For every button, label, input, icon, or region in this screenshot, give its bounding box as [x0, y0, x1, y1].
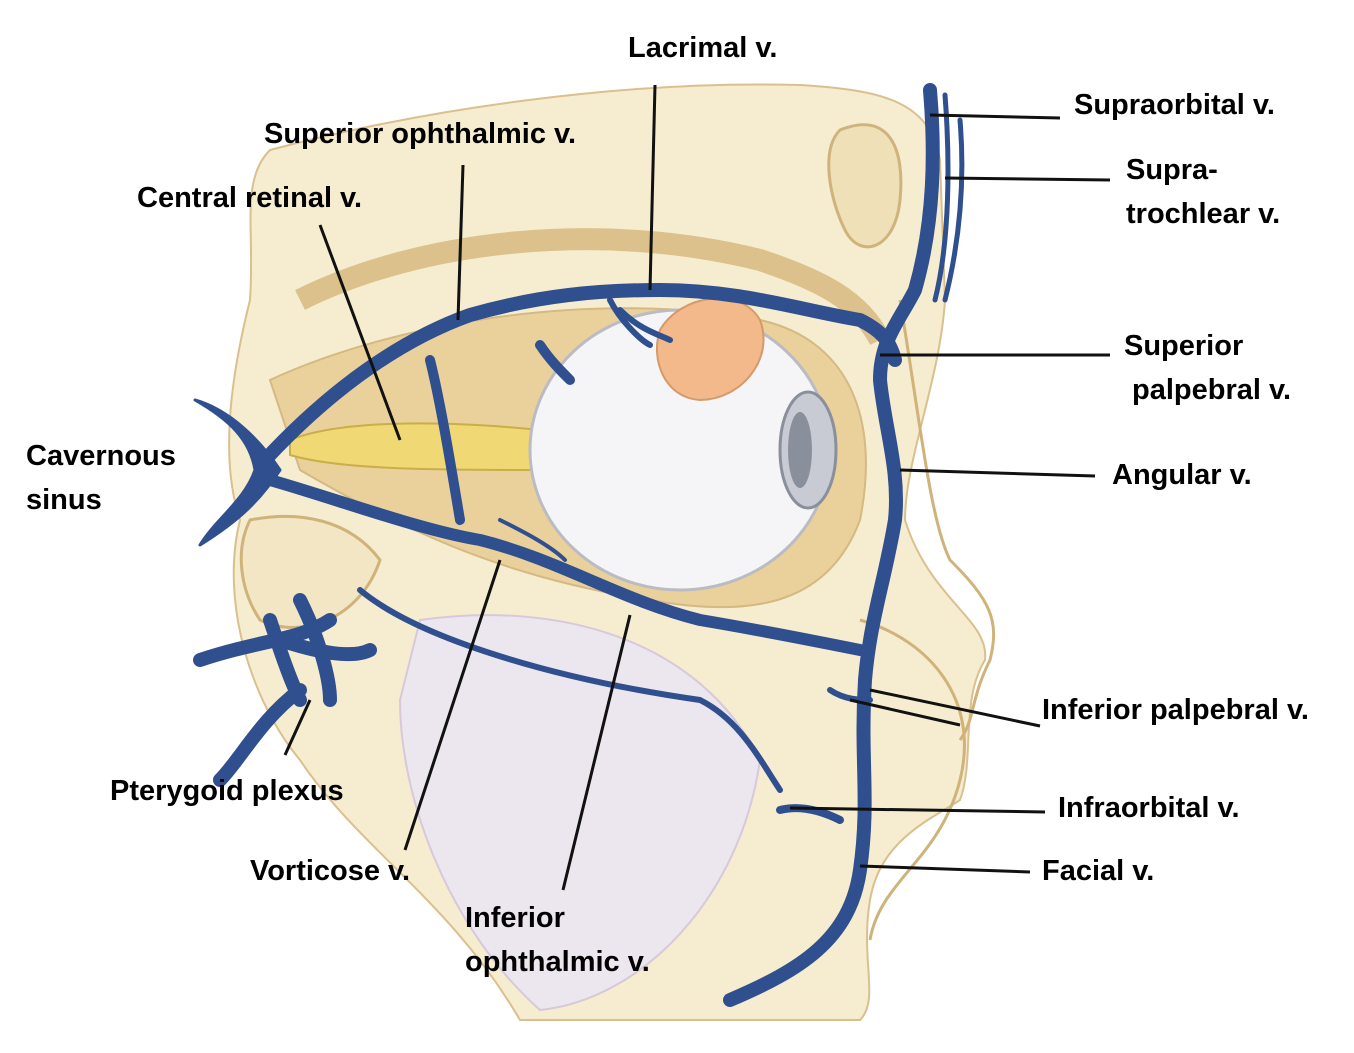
vorticose-branch	[498, 518, 567, 562]
leader-supratrochlear	[944, 176, 1111, 182]
optic-nerve	[289, 422, 541, 472]
label-inferior-ophthalmic-line1: Inferior	[465, 902, 565, 934]
leader-superior-ophthalmic	[456, 164, 465, 321]
leader-pterygoid	[283, 699, 312, 756]
leader-inferior-palpebral-1	[869, 688, 1041, 728]
label-supratrochlear-line2: trochlear v.	[1126, 198, 1281, 230]
temporal-connection	[357, 587, 783, 793]
sphenoid-bone	[239, 514, 382, 629]
label-infraorbital-vein: Infraorbital v.	[1058, 792, 1240, 824]
leader-inferior-palpebral-2	[849, 698, 961, 727]
orbital-roof	[295, 228, 890, 346]
leader-angular	[899, 468, 1096, 478]
supratrochlear-vein	[942, 117, 965, 303]
label-pterygoid-plexus: Pterygoid plexus	[110, 775, 344, 807]
label-cavernous-line2: sinus	[26, 484, 102, 516]
cavernous-sinus	[193, 398, 282, 547]
label-lacrimal-vein: Lacrimal v.	[628, 32, 778, 64]
frontal-sinus	[827, 123, 903, 249]
angular-facial-vein	[723, 83, 940, 1007]
label-facial-vein: Facial v.	[1042, 855, 1155, 887]
nasal-bone	[898, 299, 996, 741]
leader-lacrimal	[648, 84, 657, 291]
label-vorticose-vein: Vorticose v.	[250, 855, 411, 887]
label-cavernous-sinus: Cavernous sinus	[26, 438, 176, 518]
leader-inferior-ophthalmic	[561, 614, 632, 891]
cheek-outline	[859, 618, 966, 941]
inferior-palpebral-vein	[827, 687, 873, 703]
posterior-branches	[425, 340, 575, 525]
leader-central-retinal	[318, 224, 402, 441]
leader-supraorbital	[929, 113, 1061, 120]
label-inferior-ophthalmic-vein: Inferior ophthalmic v.	[465, 900, 650, 980]
label-central-retinal-vein: Central retinal v.	[137, 182, 363, 214]
maxillary-shadow	[398, 614, 762, 1012]
label-superior-ophthalmic-vein: Superior ophthalmic v.	[264, 118, 577, 150]
label-superior-palpebral-line2: palpebral v.	[1132, 374, 1292, 406]
label-cavernous-line1: Cavernous	[26, 440, 176, 472]
leader-infraorbital	[789, 806, 1046, 814]
label-superior-palpebral-line1: Superior	[1124, 330, 1244, 362]
leader-facial	[859, 864, 1031, 874]
eyeball	[528, 308, 838, 592]
label-supratrochlear-line1: Supra-	[1126, 154, 1218, 186]
veins	[193, 83, 965, 1007]
iris	[788, 412, 812, 488]
label-supraorbital-vein: Supraorbital v.	[1074, 89, 1275, 121]
superior-ophthalmic-vein	[258, 283, 902, 467]
pterygoid-plexus	[193, 593, 377, 787]
label-angular-vein: Angular v.	[1112, 459, 1252, 491]
leader-lines	[283, 84, 1111, 891]
lacrimal-branch	[607, 297, 673, 348]
inferior-ophthalmic-vein	[264, 474, 866, 656]
leader-vorticose	[403, 559, 502, 851]
label-supratrochlear-vein: Supra- trochlear v.	[1126, 152, 1280, 232]
supraorbital-vein	[932, 92, 951, 303]
label-inferior-palpebral-vein: Inferior palpebral v.	[1042, 694, 1309, 726]
label-inferior-ophthalmic-line2: ophthalmic v.	[465, 946, 650, 978]
label-superior-palpebral-vein: Superior palpebral v.	[1124, 328, 1291, 408]
